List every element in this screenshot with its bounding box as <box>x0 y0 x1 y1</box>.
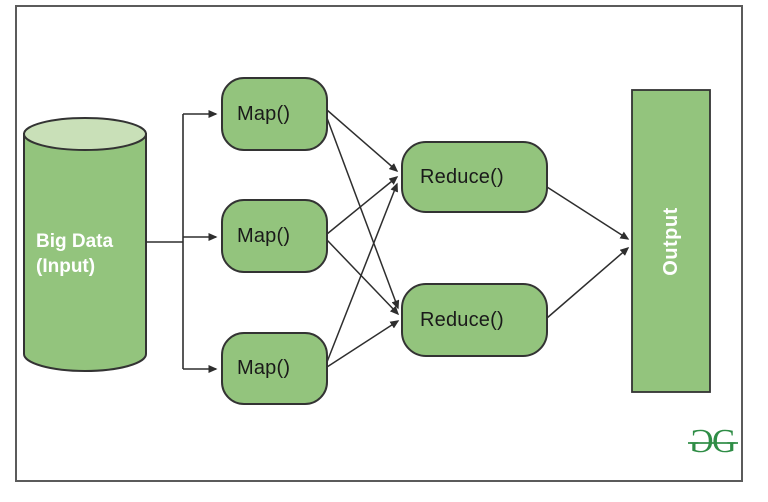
arrow-map1-reduce1 <box>326 109 399 172</box>
arrow-map2-reduce1 <box>326 176 399 235</box>
reduce-node-1 <box>401 141 548 213</box>
map-node-3 <box>221 332 328 405</box>
reduce-node-2 <box>401 283 548 357</box>
arrow-map1-reduce2 <box>326 117 400 310</box>
map-node-2 <box>221 199 328 273</box>
diagram-frame <box>15 5 743 482</box>
output-node <box>631 89 711 393</box>
arrow-map3-reduce2 <box>326 320 400 368</box>
map-node-1 <box>221 77 328 151</box>
input-cylinder-body <box>23 133 147 372</box>
arrow-map3-reduce1 <box>326 182 398 363</box>
arrow-reduce2-output <box>546 247 630 319</box>
arrow-map2-reduce2 <box>326 239 400 316</box>
input-cylinder-top <box>23 117 147 151</box>
arrow-reduce1-output <box>546 186 630 240</box>
